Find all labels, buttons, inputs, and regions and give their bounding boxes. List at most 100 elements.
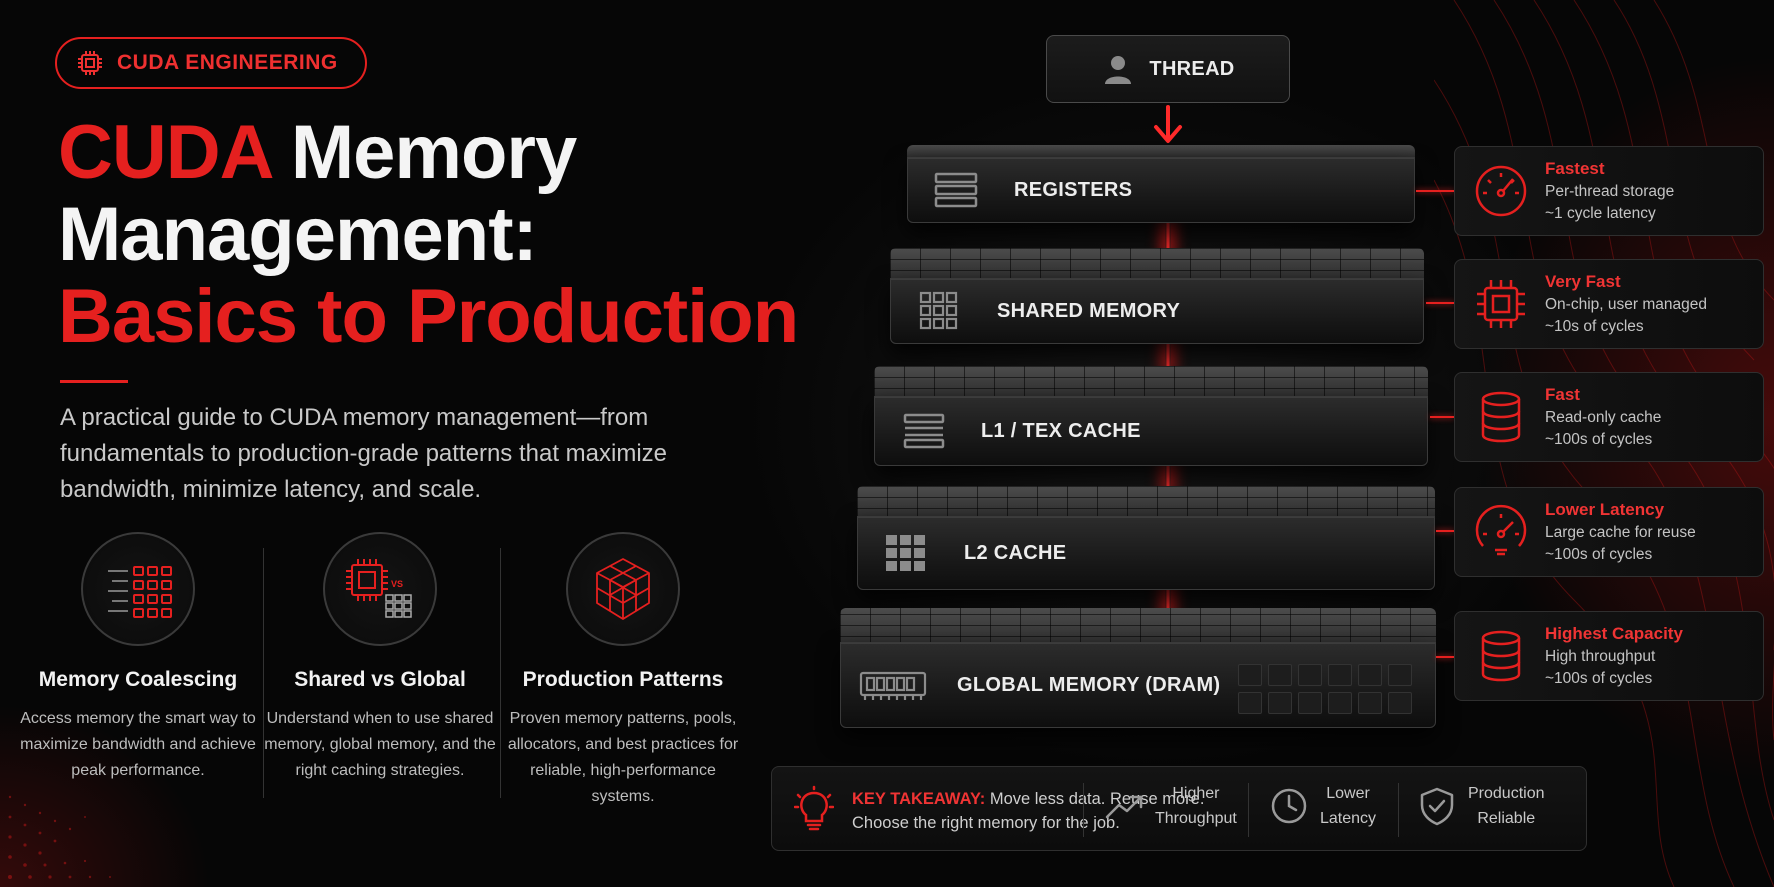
title-line3: Basics to Production (58, 274, 799, 359)
feature-separator (263, 548, 264, 798)
takeaway-item-line1: Lower (1326, 785, 1370, 802)
layer-label: L2 CACHE (964, 541, 1067, 564)
shield-check-icon (1420, 787, 1454, 826)
card-connector (1436, 656, 1454, 658)
takeaway-line2: Choose the right memory for the job. (852, 814, 1120, 832)
feature-title: Production Patterns (522, 668, 724, 691)
registers-icon (934, 172, 978, 208)
feature-text: Understand when to use shared memory, gl… (264, 710, 496, 779)
card-title: Very Fast (1545, 272, 1621, 291)
ram-module-icon (859, 671, 927, 700)
takeaway-line1: Move less data. Reuse more. (985, 790, 1205, 808)
feature-production-patterns: Production Patterns Proven memory patter… (503, 532, 743, 810)
cube-network-icon (596, 558, 650, 620)
lightbulb-icon (794, 785, 834, 831)
takeaway-item-line2: Reliable (1477, 810, 1536, 827)
data-beam (1165, 220, 1171, 254)
layer-l1-tex-cache: L1 / TEX CACHE (874, 366, 1428, 466)
feature-shared-vs-global: VS Shared vs Global Understand when to u… (260, 532, 500, 784)
info-card-l1-cache: Fast Read-only cache ~100s of cycles (1454, 372, 1764, 462)
card-connector (1430, 416, 1454, 418)
feature-memory-coalescing: Memory Coalescing Access memory the smar… (18, 532, 258, 784)
info-card-global-memory: Highest Capacity High throughput ~100s o… (1454, 611, 1764, 701)
card-title: Fastest (1545, 159, 1605, 178)
info-card-shared-memory: Very Fast On-chip, user managed ~10s of … (1454, 259, 1764, 349)
data-beam (1165, 338, 1171, 368)
info-card-l2-cache: Lower Latency Large cache for reuse ~100… (1454, 487, 1764, 577)
card-title: Fast (1545, 385, 1580, 404)
layer-label: REGISTERS (1014, 178, 1133, 201)
layer-label: L1 / TEX CACHE (981, 419, 1141, 442)
card-line: ~10s of cycles (1545, 318, 1644, 335)
layer-registers: REGISTERS (907, 145, 1415, 223)
card-connector (1416, 190, 1454, 192)
speedometer-icon (1475, 165, 1527, 217)
card-line: Per-thread storage (1545, 183, 1675, 200)
card-title: Highest Capacity (1545, 624, 1683, 643)
takeaway-throughput: Higher Throughput (1103, 781, 1237, 831)
trend-up-icon (1105, 795, 1143, 819)
card-line: ~1 cycle latency (1545, 205, 1656, 222)
page-title: CUDA Memory Management: Basics to Produc… (58, 110, 799, 359)
title-line2: Management: (58, 192, 538, 277)
badge-label: CUDA ENGINEERING (117, 51, 338, 74)
category-badge: CUDA ENGINEERING (55, 37, 367, 89)
layer-shared-memory: SHARED MEMORY (890, 248, 1424, 344)
feature-separator (500, 548, 501, 798)
takeaway-text: KEY TAKEAWAY: Move less data. Reuse more… (852, 787, 1204, 835)
takeaway-separator (1083, 783, 1084, 837)
card-connector (1436, 530, 1454, 532)
card-line: Read-only cache (1545, 409, 1662, 426)
feature-title: Memory Coalescing (38, 668, 238, 691)
layer-label: GLOBAL MEMORY (DRAM) (957, 673, 1221, 696)
takeaway-label: KEY TAKEAWAY: (852, 790, 986, 808)
card-connector (1426, 302, 1454, 304)
vs-label: VS (391, 579, 403, 589)
card-line: ~100s of cycles (1545, 670, 1653, 687)
card-line: On-chip, user managed (1545, 296, 1707, 313)
database-icon (1481, 630, 1521, 682)
coalescing-icon (108, 566, 172, 618)
card-line: ~100s of cycles (1545, 546, 1653, 563)
data-beam (1165, 580, 1171, 614)
feature-text: Proven memory patterns, pools, allocator… (507, 710, 739, 805)
cache-lines-icon (903, 413, 945, 449)
layer-l2-cache: L2 CACHE (857, 486, 1435, 590)
feature-icon-ring (566, 532, 680, 646)
takeaway-latency: Lower Latency (1268, 781, 1376, 831)
grid-icon (886, 535, 925, 571)
takeaway-item-line1: Production (1468, 785, 1545, 802)
key-takeaway-panel: KEY TAKEAWAY: Move less data. Reuse more… (771, 766, 1587, 851)
feature-text: Access memory the smart way to maximize … (20, 710, 256, 779)
page-description: A practical guide to CUDA memory managem… (60, 404, 667, 503)
feature-icon-ring (81, 532, 195, 646)
feature-title: Shared vs Global (294, 668, 466, 691)
grid-icon (919, 291, 958, 330)
takeaway-item-line2: Latency (1320, 810, 1377, 827)
chip-icon (78, 51, 102, 75)
speedometer-icon (1475, 504, 1527, 556)
layer-label: SHARED MEMORY (997, 299, 1181, 322)
clock-icon (1271, 788, 1307, 824)
card-title: Lower Latency (1545, 500, 1665, 519)
card-line: Large cache for reuse (1545, 524, 1696, 541)
title-highlight: CUDA (58, 110, 272, 195)
chip-vs-grid-icon: VS (346, 559, 412, 618)
chip-icon (1477, 280, 1525, 328)
takeaway-item-line1: Higher (1172, 785, 1220, 802)
card-line: ~100s of cycles (1545, 431, 1653, 448)
takeaway-separator (1248, 783, 1249, 837)
layer-global-memory: GLOBAL MEMORY (DRAM) (840, 608, 1436, 728)
data-beam (1165, 457, 1171, 489)
user-icon (1105, 56, 1132, 84)
info-card-registers: Fastest Per-thread storage ~1 cycle late… (1454, 146, 1764, 236)
title-line1: Memory (270, 110, 577, 195)
arrow-down-icon (1154, 105, 1182, 143)
thread-box: THREAD (1046, 35, 1290, 103)
thread-label: THREAD (1149, 57, 1235, 80)
memory-chips (1238, 664, 1412, 714)
feature-icon-ring: VS (323, 532, 437, 646)
takeaway-item-line2: Throughput (1155, 810, 1237, 827)
takeaway-separator (1398, 783, 1399, 837)
